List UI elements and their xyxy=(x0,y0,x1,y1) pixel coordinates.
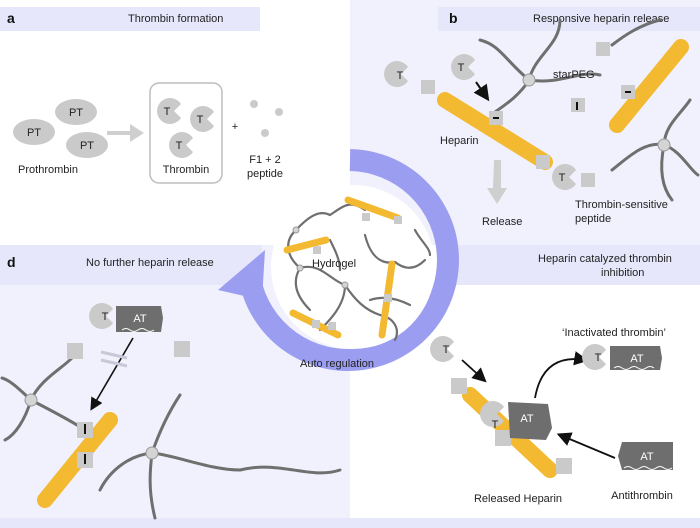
conversion-arrow xyxy=(107,124,144,142)
blocked-arrow xyxy=(90,337,134,411)
t-label: T xyxy=(595,352,602,364)
t-label: T xyxy=(492,419,499,431)
peptide-block xyxy=(174,341,190,357)
release-label: Release xyxy=(482,216,522,228)
auto-regulation-label: Auto regulation xyxy=(300,358,374,370)
t-label: T xyxy=(164,106,171,118)
peptide-block xyxy=(495,430,511,446)
thrombin-box: T T T Thrombin xyxy=(149,82,223,184)
panel-a-header xyxy=(0,7,260,31)
prothrombin-label: Prothrombin xyxy=(18,164,78,176)
panel-c-header xyxy=(440,245,700,285)
antithrombin-shape xyxy=(618,442,673,470)
inactivated-label: ‘Inactivated thrombin’ xyxy=(562,327,666,339)
thrombin-label: Thrombin xyxy=(163,164,209,176)
prothrombin-group: PT PT PT Prothrombin xyxy=(13,99,108,176)
panel-d-title: No further heparin release xyxy=(86,257,214,269)
t-label: T xyxy=(197,114,204,126)
thrombin-shape xyxy=(89,303,113,330)
antithrombin-label: Antithrombin xyxy=(611,490,673,502)
binding-arrow xyxy=(461,359,487,383)
thrombin-shape xyxy=(157,98,181,124)
heparin-rod xyxy=(609,39,689,133)
antithrombin-shape xyxy=(116,306,163,332)
prothrombin-shape xyxy=(66,132,108,158)
antithrombin-shape xyxy=(508,402,552,440)
starpeg-node xyxy=(145,446,159,460)
peptide-dot xyxy=(275,108,283,116)
at-label: AT xyxy=(133,313,147,325)
hydrogel-label: Hydrogel xyxy=(312,258,356,270)
heparin-rod xyxy=(283,236,330,254)
thrombin-shape xyxy=(190,106,214,133)
hydrogel-circle xyxy=(271,185,435,349)
binding-arrow xyxy=(556,432,616,459)
t-label: T xyxy=(102,311,109,323)
plus-sign: + xyxy=(232,121,238,133)
prothrombin-shape xyxy=(13,119,55,145)
panel-d-bottom-strip xyxy=(0,518,350,528)
panel-b-letter: b xyxy=(449,10,458,26)
at-label: AT xyxy=(640,451,654,463)
peptide-block xyxy=(581,173,595,187)
heparin-label: Heparin xyxy=(440,135,479,147)
t-label: T xyxy=(397,70,404,82)
antithrombin-shape xyxy=(610,346,662,370)
peptide-dot xyxy=(250,100,258,108)
peptide-block xyxy=(421,80,435,94)
peptide-block xyxy=(536,155,550,169)
thrombin-shape xyxy=(169,132,193,158)
peptide-block xyxy=(556,458,572,474)
at-label: AT xyxy=(520,413,534,425)
panel-d-letter: d xyxy=(7,254,16,270)
thrombin-shape xyxy=(430,335,454,363)
at-label: AT xyxy=(630,353,644,365)
thrombin-shape xyxy=(552,163,576,190)
t-label: T xyxy=(458,62,465,74)
pt-label: PT xyxy=(27,127,41,139)
peptide-label: peptide xyxy=(247,168,283,180)
peptide-block xyxy=(596,42,610,56)
heparin-rod xyxy=(437,92,553,170)
panel-c-title-line2: inhibition xyxy=(601,267,645,279)
peptide-dot xyxy=(261,129,269,137)
thrombin-shape xyxy=(384,61,408,88)
binding-arrow xyxy=(473,81,490,102)
starpeg-label: starPEG xyxy=(553,69,595,81)
thrombin-shape xyxy=(480,400,504,427)
t-label: T xyxy=(443,344,450,356)
panel-c-title-line1: Heparin catalyzed thrombin xyxy=(538,253,672,265)
panel-a-title: Thrombin formation xyxy=(128,13,224,25)
heparin-rod xyxy=(344,196,402,222)
inactivation-arrow xyxy=(534,351,589,399)
panel-d-header xyxy=(0,245,262,285)
f1-label: F1 + 2 xyxy=(249,154,281,166)
peptide-block xyxy=(451,378,467,394)
panel-b-header xyxy=(438,7,700,31)
peptide-block xyxy=(67,343,83,359)
starpeg-node xyxy=(24,393,38,407)
cycle-arrow xyxy=(218,149,459,371)
pt-label: PT xyxy=(80,140,94,152)
starpeg-node xyxy=(657,138,671,152)
release-arrow xyxy=(487,160,507,204)
panel-b-bg xyxy=(350,0,700,245)
released-heparin-label: Released Heparin xyxy=(474,493,562,505)
panel-a-letter: a xyxy=(7,10,15,26)
peptide-label: peptide xyxy=(575,213,611,225)
thrombin-shape xyxy=(582,344,606,370)
thrombin-shape xyxy=(451,54,475,80)
panel-c-bottom-strip xyxy=(350,518,700,528)
starpeg-node xyxy=(522,73,536,87)
peptide-label: Thrombin-sensitive xyxy=(575,199,668,211)
pt-label: PT xyxy=(69,107,83,119)
prothrombin-shape xyxy=(55,99,97,125)
t-label: T xyxy=(176,140,183,152)
panel-b-title: Responsive heparin release xyxy=(533,13,670,25)
t-label: T xyxy=(559,172,566,184)
